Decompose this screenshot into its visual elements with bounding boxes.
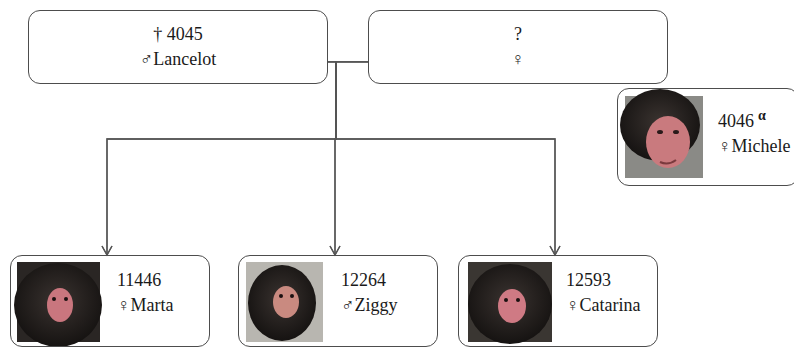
text-line: ♀Michele xyxy=(718,134,790,159)
parent-box: ?♀ xyxy=(368,10,668,84)
text-line: ♀Catarina xyxy=(566,293,640,318)
text-line: ♀Marta xyxy=(117,293,173,318)
node-label: ♂Lancelot xyxy=(140,49,216,69)
text-column: † 4045 ♂Lancelot xyxy=(29,11,327,83)
parent-box: † 4045 ♂Lancelot xyxy=(28,10,328,84)
individual-box: 4046 α ♀Michele xyxy=(617,88,794,186)
text-line: 11446 xyxy=(117,268,173,293)
descent-line xyxy=(107,62,368,255)
text-line: ♂Ziggy xyxy=(341,293,398,318)
text-line: 12593 xyxy=(566,268,640,293)
text-line: ? xyxy=(514,22,522,47)
monkey-photo xyxy=(620,89,703,178)
text-line: ♂Lancelot xyxy=(140,47,216,72)
text-line: † 4045 xyxy=(153,22,203,47)
text-column: 12264 ♂Ziggy xyxy=(341,268,398,318)
descent-line xyxy=(335,62,368,255)
text-column: ?♀ xyxy=(369,11,667,83)
node-label: 12593 xyxy=(566,270,611,290)
descent-line xyxy=(107,62,336,255)
node-label: ♂Ziggy xyxy=(341,295,398,315)
monkey-photo xyxy=(246,262,323,342)
offspring-box: 12593 ♀Catarina xyxy=(458,255,658,347)
offspring-box: 12264 ♂Ziggy xyxy=(238,255,438,347)
node-label: 4046 xyxy=(718,111,754,131)
monkey-photo xyxy=(468,262,552,344)
text-line: 4046 α xyxy=(718,103,790,134)
node-label: 12264 xyxy=(341,270,386,290)
node-label: ♀Marta xyxy=(117,295,173,315)
node-label: † 4045 xyxy=(153,24,203,44)
descent-line xyxy=(336,62,555,255)
text-column: 11446 ♀Marta xyxy=(117,268,173,318)
node-label: ♀Catarina xyxy=(566,295,640,315)
node-label: ♀Michele xyxy=(718,136,790,156)
monkey-photo xyxy=(14,262,102,347)
rank-symbol: α xyxy=(758,108,766,123)
descent-line xyxy=(328,62,555,255)
node-label: ♀ xyxy=(511,49,525,69)
text-column: 4046 α ♀Michele xyxy=(718,103,790,159)
text-line: ♀ xyxy=(511,47,525,72)
node-label: ? xyxy=(514,24,522,44)
text-line: 12264 xyxy=(341,268,398,293)
node-label: 11446 xyxy=(117,270,161,290)
text-column: 12593 ♀Catarina xyxy=(566,268,640,318)
offspring-box: 11446 ♀Marta xyxy=(10,255,210,347)
